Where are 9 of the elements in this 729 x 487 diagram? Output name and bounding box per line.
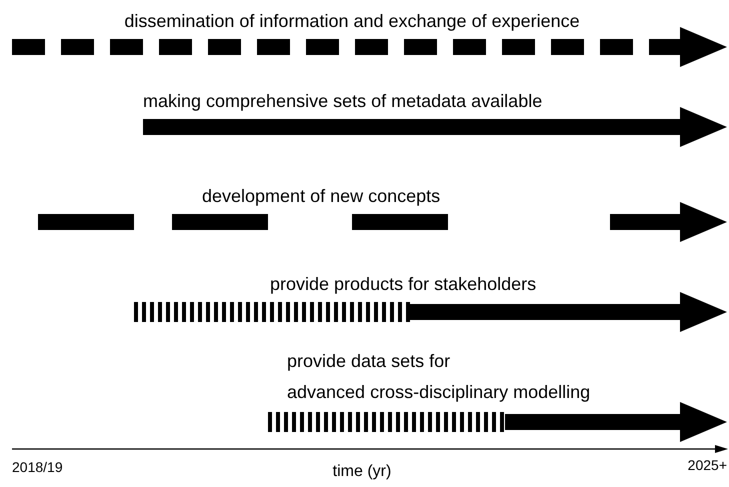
- activity-label: advanced cross-disciplinary modelling: [287, 383, 590, 401]
- activity-label: development of new concepts: [202, 187, 440, 205]
- axis-title: time (yr): [332, 464, 392, 480]
- activity-label: dissemination of information and exchange of experience: [124, 12, 580, 30]
- activity-label: provide data sets for: [287, 352, 450, 370]
- axis-start-label: 2018/19: [12, 460, 63, 474]
- activity-label: making comprehensive sets of metadata available: [143, 92, 542, 110]
- activity-label: provide products for stakeholders: [270, 275, 536, 293]
- axis-end-label: 2025+: [688, 458, 727, 472]
